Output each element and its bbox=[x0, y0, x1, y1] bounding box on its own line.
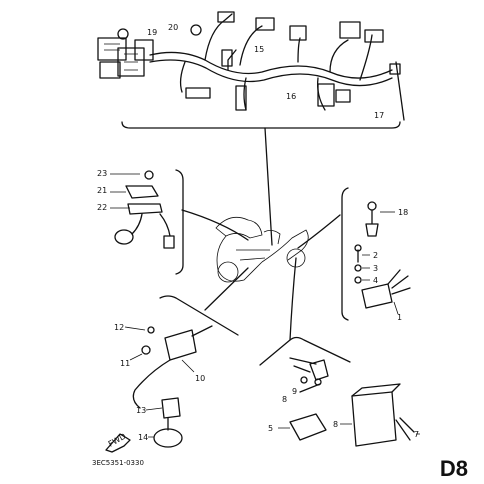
callout-8-battery: 8 bbox=[333, 420, 338, 429]
callout-17: 17 bbox=[374, 111, 384, 120]
page-code: D8 bbox=[439, 456, 468, 481]
wire-harness-group bbox=[97, 11, 405, 246]
callout-14: 14 bbox=[138, 433, 148, 442]
callout-numbers: 19 20 15 16 17 23 21 22 18 2 3 4 1 12 11… bbox=[97, 23, 419, 442]
callout-12: 12 bbox=[114, 323, 124, 332]
relay-unit-group bbox=[354, 201, 411, 315]
callout-7: 7 bbox=[414, 430, 419, 439]
callout-20: 20 bbox=[168, 23, 178, 32]
drawing-number: 3EC5351-0330 bbox=[92, 459, 144, 467]
leader-lines bbox=[159, 169, 351, 366]
callout-23: 23 bbox=[97, 169, 107, 178]
fuel-sender-group bbox=[110, 170, 175, 249]
callout-16: 16 bbox=[286, 92, 296, 101]
callout-21: 21 bbox=[97, 186, 107, 195]
callout-2: 2 bbox=[373, 251, 378, 260]
callout-19: 19 bbox=[147, 28, 157, 37]
ignition-coil-group: FWD bbox=[105, 325, 213, 453]
callout-22: 22 bbox=[97, 203, 107, 212]
callout-11: 11 bbox=[120, 359, 130, 368]
callout-4: 4 bbox=[373, 276, 378, 285]
scooter-outline bbox=[215, 216, 309, 283]
callout-3: 3 bbox=[373, 264, 378, 273]
callout-13: 13 bbox=[136, 406, 146, 415]
callout-18: 18 bbox=[398, 208, 408, 217]
callout-9: 9 bbox=[292, 387, 297, 396]
callout-10: 10 bbox=[195, 374, 205, 383]
callout-5: 5 bbox=[268, 424, 273, 433]
callout-8-upper: 8 bbox=[282, 395, 287, 404]
callout-1: 1 bbox=[397, 313, 402, 322]
callout-15: 15 bbox=[254, 45, 264, 54]
battery-group bbox=[278, 357, 420, 447]
